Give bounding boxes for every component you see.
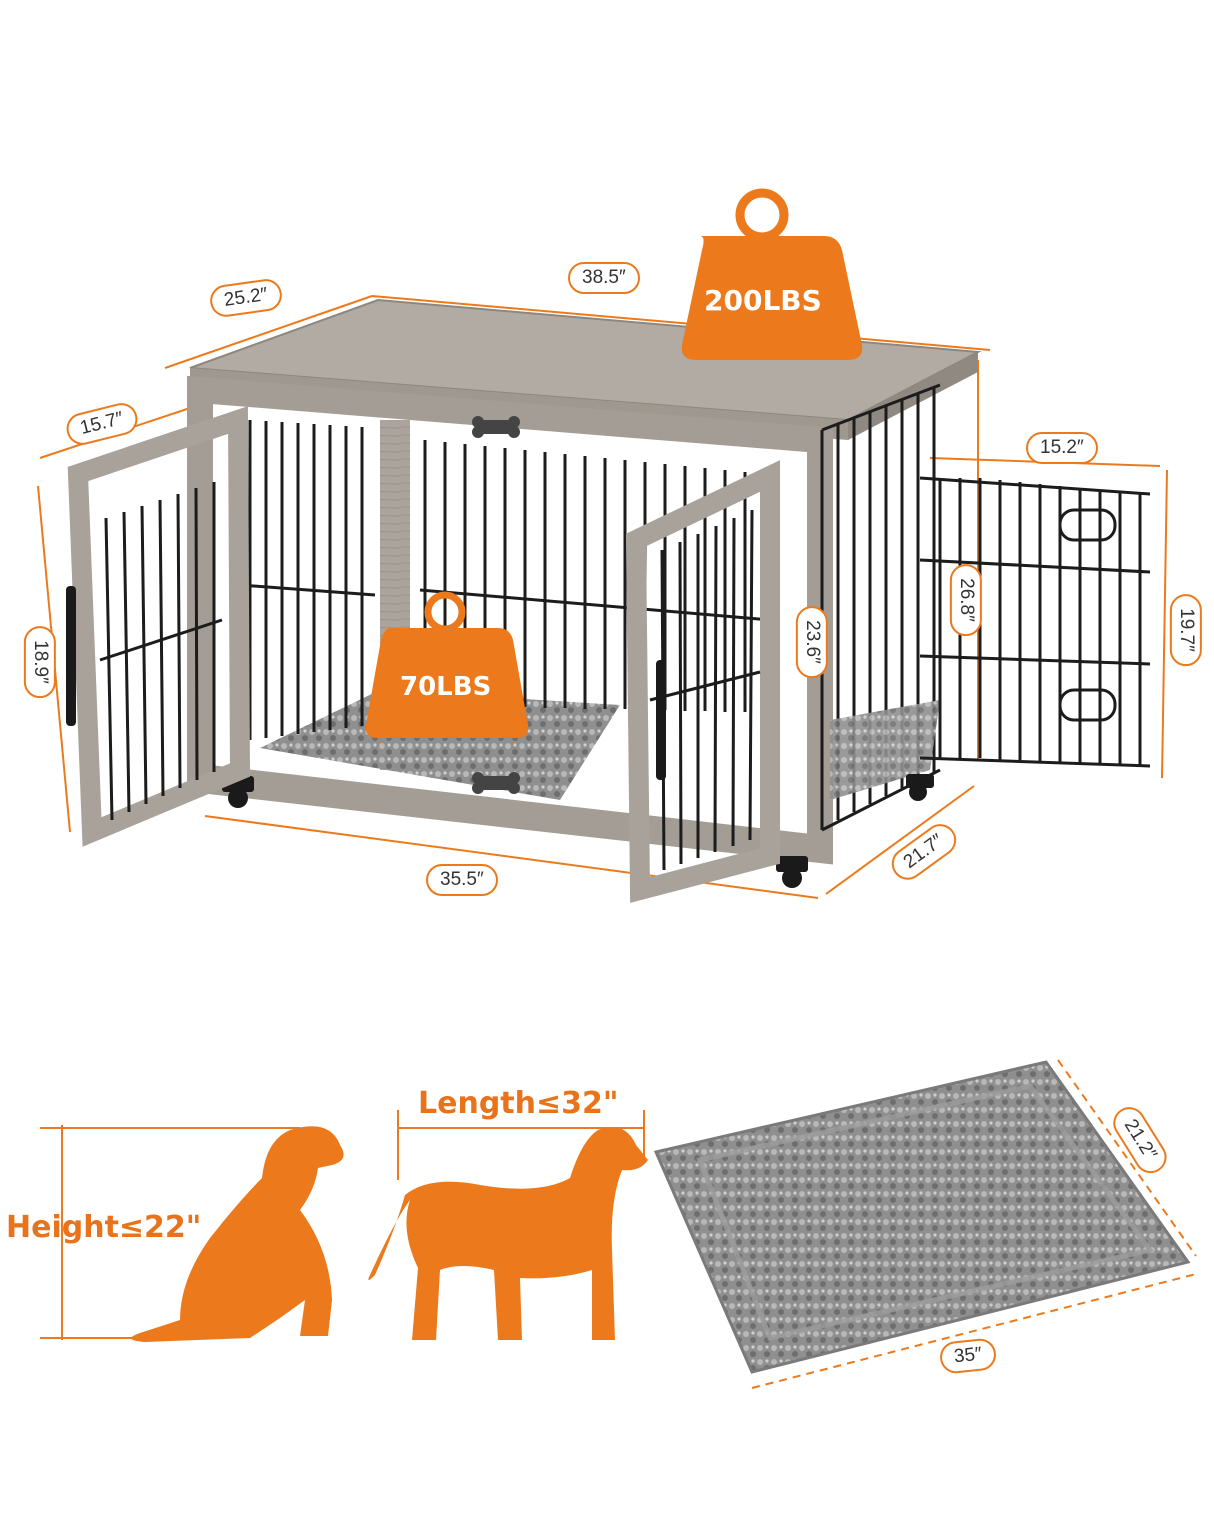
front-right-door [625,460,780,903]
left-door [66,406,251,847]
mat-illustration [653,1060,1191,1374]
side-opening-label: 26.8″ [949,564,982,636]
top-capacity-label: 200LBS [704,284,822,317]
standing-dog-icon [368,1127,648,1340]
weight-icon-200 [681,188,863,360]
front-width-label: 35.5″ [426,864,498,896]
door-height-label: 18.9″ [23,626,56,698]
inner-capacity-label: 70LBS [400,672,492,702]
side-wire-door [919,476,1151,768]
sitting-dog-icon [131,1126,344,1342]
inner-height-label: 23.6″ [795,606,828,678]
weight-icon-70 [365,591,529,738]
top-width-label: 38.5″ [568,262,640,294]
dog-length-limit: Length≤32" [418,1086,619,1121]
dog-height-limit: Height≤22" [6,1210,202,1245]
total-height-label: 19.7″ [1169,594,1202,666]
mat-dimension-lines [751,1059,1197,1389]
right-door-width-label: 15.2″ [1026,432,1098,464]
crate-body [187,298,982,888]
